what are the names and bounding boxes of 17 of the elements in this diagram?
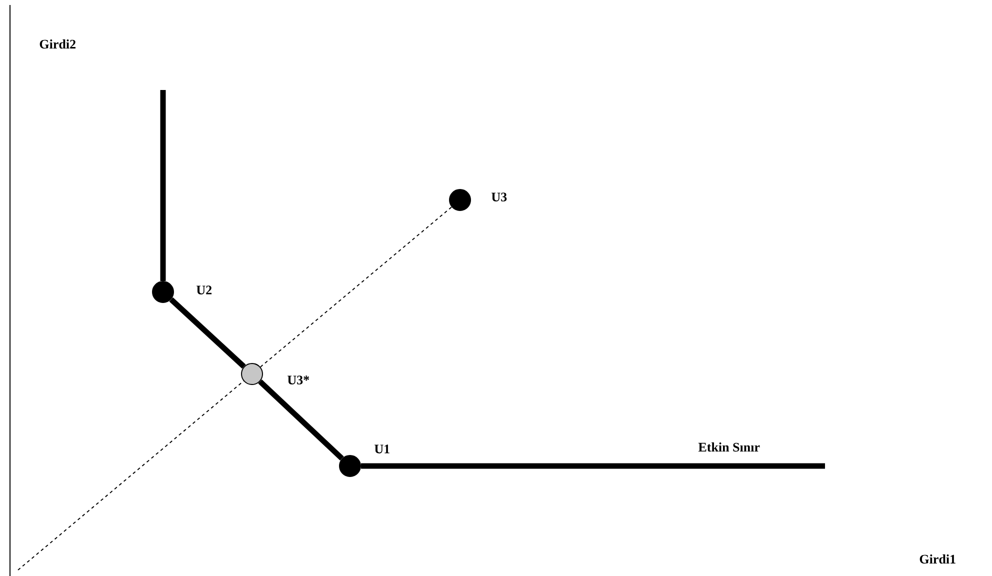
point-label: U3* xyxy=(288,376,310,384)
point-marker xyxy=(339,455,361,477)
dashed-line xyxy=(18,380,244,570)
point-marker xyxy=(241,363,263,385)
point-label: U3 xyxy=(492,192,507,202)
frontier-line xyxy=(258,380,344,460)
point-marker xyxy=(449,189,471,211)
point-label: U1 xyxy=(374,444,390,454)
point-marker xyxy=(152,281,174,303)
point-label: U2 xyxy=(196,286,212,294)
frontier-line xyxy=(361,463,826,469)
frontier-line xyxy=(169,297,246,369)
axis-label: Girdi1 xyxy=(920,554,956,564)
curve-label: Etkin Sınır xyxy=(698,442,760,452)
dashed-line xyxy=(260,206,452,368)
frontier-line xyxy=(160,90,166,281)
axis-label: Girdi2 xyxy=(40,39,76,49)
